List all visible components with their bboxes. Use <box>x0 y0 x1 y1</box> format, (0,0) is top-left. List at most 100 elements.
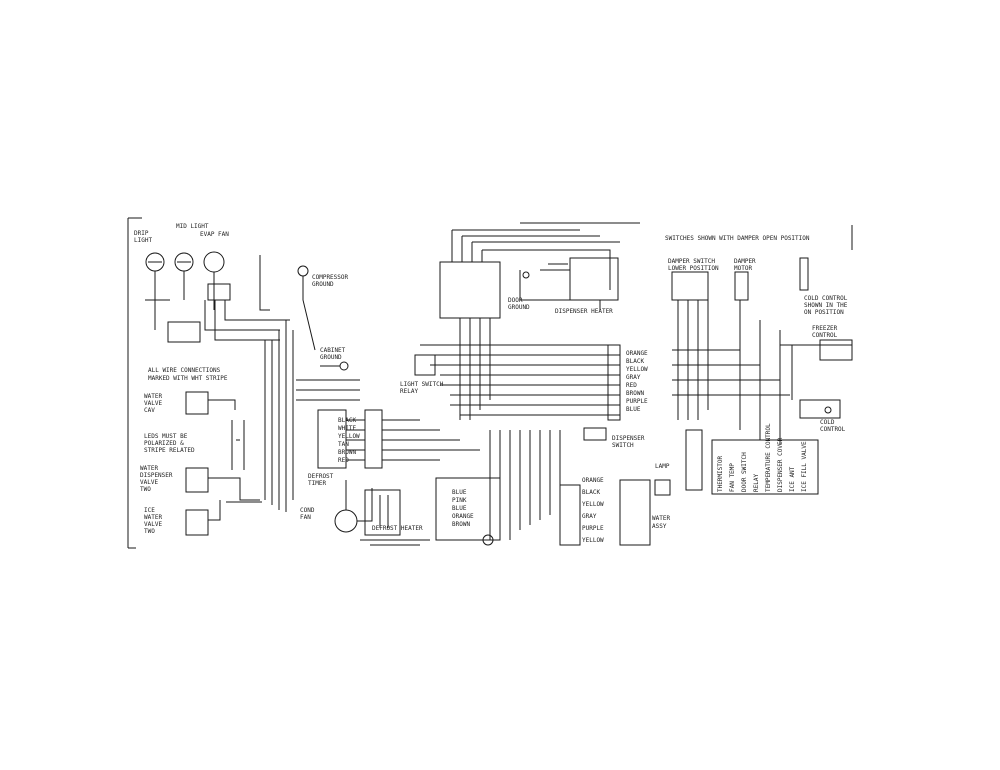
harness-lower-4: PURPLE <box>582 525 604 532</box>
light-switch-box <box>414 354 436 376</box>
cond-fan-label-1: COND <box>300 507 315 514</box>
cold-control-label-3: ON POSITION <box>804 309 844 316</box>
ice-maker-valve-box <box>185 509 209 536</box>
water-dispenser-label-4: TWO <box>140 486 151 493</box>
harness-right-6: PURPLE <box>626 398 648 405</box>
damper-motor-label-1: DAMPER <box>734 258 756 265</box>
harness-lower-1: BLACK <box>582 489 600 496</box>
water-assy-label-2: ASSY <box>652 523 667 530</box>
freezer-control-label-1: FREEZER <box>812 325 838 332</box>
water-dispenser-label-2: DISPENSER <box>140 472 173 479</box>
water-dispenser-label-1: WATER <box>140 465 158 472</box>
water-assy-label-1: WATER <box>652 515 670 522</box>
light-switch-label-1: LIGHT SWITCH <box>400 381 444 388</box>
harness-lower-3: GRAY <box>582 513 597 520</box>
ice-valve-label-4: TWO <box>144 528 155 535</box>
vlabel-7: ICE FILL VALVE <box>801 441 808 492</box>
harness-left-3: TAN <box>338 441 349 448</box>
door-ground-label-2: GROUND <box>508 304 530 311</box>
harness-lower-2: YELLOW <box>582 501 604 508</box>
compressor-ground-symbol <box>297 265 309 277</box>
all-wire-note-1: ALL WIRE CONNECTIONS <box>148 367 221 374</box>
vlabel-2: DOOR SWITCH <box>741 452 748 492</box>
damper-motor-box <box>734 271 749 301</box>
defrost-timer-label-1: DEFROST <box>308 473 334 480</box>
drip-light-label-2: LIGHT <box>134 237 152 244</box>
dispenser-switch-label-1: DISPENSER <box>612 435 645 442</box>
evap-fan-label: EVAP FAN <box>200 231 229 238</box>
lamp-label: LAMP <box>655 463 670 470</box>
vlabel-6: ICE ANT <box>789 466 796 492</box>
water-dispenser-valve-box <box>185 467 209 493</box>
dispenser-heater-label: DISPENSER HEATER <box>555 308 613 315</box>
evap-fan-motor <box>203 251 225 273</box>
cold-control-label-1: COLD CONTROL <box>804 295 848 302</box>
vlabel-0: THERMISTOR <box>717 455 724 492</box>
harness-lower-0: ORANGE <box>582 477 604 484</box>
harness-right-1: BLACK <box>626 358 644 365</box>
all-wire-note-2: MARKED WITH WHT STRIPE <box>148 375 228 382</box>
vlabel-1: FAN TEMP <box>729 463 736 492</box>
cold-control-lower-label-2: CONTROL <box>820 426 846 433</box>
dispenser-switch-label-2: SWITCH <box>612 442 634 449</box>
dispenser-switch-box <box>583 427 607 441</box>
vlabel-4: TEMPERATURE CONTROL <box>765 423 772 492</box>
dispenser-heater-box <box>569 257 619 301</box>
cond-fan-label-2: FAN <box>300 514 311 521</box>
door-ground-symbol <box>482 534 494 546</box>
ice-valve-label-1: ICE <box>144 507 155 514</box>
ice-valve-label-2: WATER <box>144 514 162 521</box>
polarized-note-2: POLARIZED & <box>144 440 184 447</box>
light-switch-label-2: RELAY <box>400 388 418 395</box>
ice-valve-label-3: VALVE <box>144 521 162 528</box>
harness-left-1: WHITE <box>338 425 356 432</box>
connector-block-left <box>317 409 347 469</box>
polarized-note-1: LEDS MUST BE <box>144 433 188 440</box>
harness-mid-0: BLUE <box>452 489 467 496</box>
polarized-note-3: STRIPE RELATED <box>144 447 195 454</box>
door-switch-box <box>145 299 201 343</box>
connector-block-center-right <box>607 344 621 421</box>
mid-light-label: MID LIGHT <box>176 223 209 230</box>
harness-right-4: RED <box>626 382 637 389</box>
water-valve-box <box>185 391 209 415</box>
harness-right-0: ORANGE <box>626 350 648 357</box>
harness-right-2: YELLOW <box>626 366 648 373</box>
defrost-heater-label: DEFROST HEATER <box>372 525 423 532</box>
harness-left-4: BROWN <box>338 449 356 456</box>
freezer-control-box <box>819 339 853 361</box>
door-ground-label-1: DOOR <box>508 297 523 304</box>
damper-switch-box <box>671 271 709 301</box>
connector-block-right <box>364 409 383 469</box>
cabinet-ground-label-1: CABINET <box>320 347 346 354</box>
harness-left-2: YELLOW <box>338 433 360 440</box>
center-lower-connector <box>435 477 501 541</box>
damper-switch-label-2: LOWER POSITION <box>668 265 719 272</box>
right-lower-connector <box>711 439 819 495</box>
water-valve-label-3: CAV <box>144 407 155 414</box>
drip-light-label-1: DRIP <box>134 230 149 237</box>
cold-control-box <box>799 399 841 419</box>
harness-mid-4: BROWN <box>452 521 470 528</box>
harness-mid-2: BLUE <box>452 505 467 512</box>
harness-left-0: BLACK <box>338 417 356 424</box>
harness-mid-3: ORANGE <box>452 513 474 520</box>
cold-control-lower-label-1: COLD <box>820 419 835 426</box>
harness-lower-5: YELLOW <box>582 537 604 544</box>
defrost-timer-box <box>364 489 401 536</box>
damper-motor-label-2: MOTOR <box>734 265 752 272</box>
compressor-ground-label-2: GROUND <box>312 281 334 288</box>
vlabel-5: DISPENSER COVER <box>777 437 784 492</box>
water-valve-label-1: WATER <box>144 393 162 400</box>
harness-right-7: BLUE <box>626 406 641 413</box>
center-top-connector <box>439 261 501 319</box>
harness-left-5: RED <box>338 457 349 464</box>
freezer-control-label-2: CONTROL <box>812 332 838 339</box>
damper-switch-label-1: DAMPER SWITCH <box>668 258 715 265</box>
water-dispenser-label-3: VALVE <box>140 479 158 486</box>
water-valve-label-2: VALVE <box>144 400 162 407</box>
cabinet-ground-label-2: GROUND <box>320 354 342 361</box>
cond-fan-motor <box>334 509 358 533</box>
vlabel-3: RELAY <box>753 474 760 492</box>
